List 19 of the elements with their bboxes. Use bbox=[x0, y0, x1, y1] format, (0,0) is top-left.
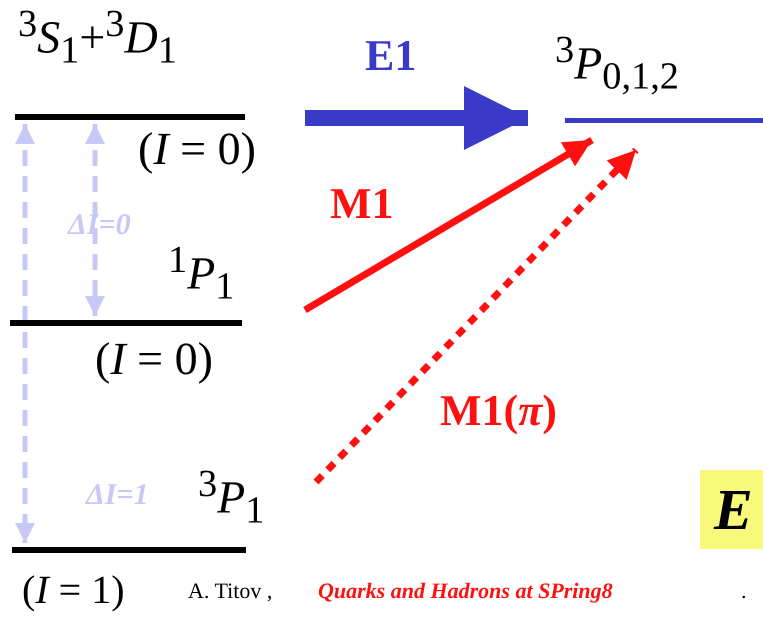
author-credit: A. Titov , bbox=[188, 578, 272, 604]
state-label: $^{3}$P$_{1}$ bbox=[198, 462, 264, 533]
arrow bbox=[313, 148, 639, 484]
transition-label: M1(π) bbox=[440, 385, 557, 436]
state-label: $^{1}$P$_{1}$ bbox=[168, 238, 234, 309]
transition-label: E1 bbox=[365, 30, 416, 81]
period-mark: . bbox=[741, 578, 746, 604]
arrow bbox=[303, 136, 594, 314]
state-label: $^{3}$P$_{0,1,2}$ bbox=[555, 28, 679, 99]
isospin-label: (I = 0) bbox=[95, 332, 213, 385]
arrow bbox=[305, 86, 528, 150]
arrow bbox=[15, 124, 35, 543]
panel-letter: E bbox=[700, 470, 763, 549]
state-label: $^{3}$S$_{1}$+$^{3}$D$_{1}$ bbox=[18, 2, 177, 73]
arrow bbox=[85, 124, 105, 316]
isospin-label: (I = 1) bbox=[22, 566, 125, 613]
transition-label: M1 bbox=[330, 178, 394, 229]
source-title: Quarks and Hadrons at SPring8 bbox=[318, 578, 613, 604]
isospin-label: (I = 0) bbox=[138, 122, 256, 175]
